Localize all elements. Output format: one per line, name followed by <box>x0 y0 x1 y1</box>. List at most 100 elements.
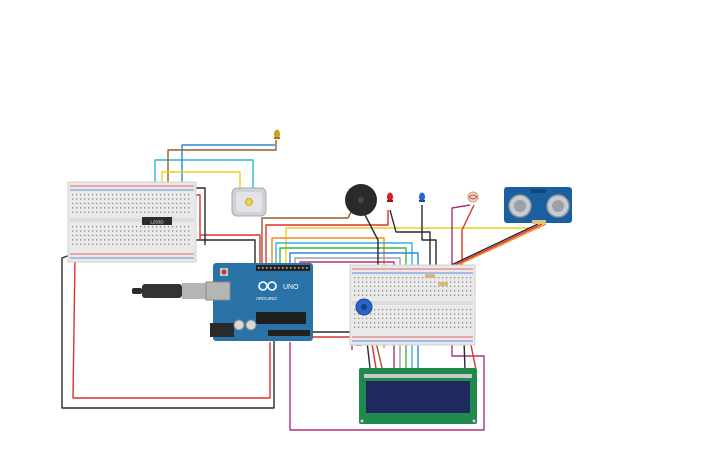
breadboard-hole <box>398 281 400 283</box>
header-pin[interactable] <box>282 267 284 269</box>
breadboard-hole <box>458 326 460 328</box>
breadboard-hole <box>136 207 138 209</box>
breadboard-hole <box>366 317 368 320</box>
header-pin[interactable] <box>274 267 276 269</box>
header-pin[interactable] <box>258 267 260 269</box>
wire-gnd-loop[interactable] <box>61 254 275 409</box>
breadboard-hole <box>370 313 372 315</box>
breadboard-left[interactable] <box>67 181 197 263</box>
header-pin[interactable] <box>298 267 300 269</box>
breadboard-hole <box>394 277 396 279</box>
breadboard-hole <box>382 317 384 320</box>
breadboard-hole <box>418 309 420 311</box>
breadboard-hole <box>80 230 82 232</box>
breadboard-hole <box>470 294 472 296</box>
breadboard-hole <box>406 326 408 328</box>
breadboard-hole <box>120 226 122 228</box>
breadboard-hole <box>140 194 142 196</box>
breadboard-hole <box>92 198 94 200</box>
header-pin[interactable] <box>306 267 308 269</box>
breadboard-hole <box>188 207 190 209</box>
header-pin[interactable] <box>294 267 296 269</box>
usb-cable[interactable] <box>132 283 206 299</box>
wire-buzzer-black[interactable] <box>364 214 379 268</box>
breadboard-hole <box>406 281 408 283</box>
breadboard-hole <box>378 281 380 283</box>
wire-ldr-red[interactable] <box>461 204 475 268</box>
breadboard-hole <box>116 243 118 245</box>
breadboard-hole <box>108 211 110 213</box>
breadboard-hole <box>414 317 416 320</box>
led-red[interactable] <box>387 192 393 203</box>
wire-arduino-to-driver-black[interactable] <box>195 239 256 265</box>
wire-us-echo[interactable] <box>439 223 543 273</box>
breadboard-hole <box>402 313 404 315</box>
breadboard-hole <box>120 211 122 213</box>
wire-d4-yellow[interactable] <box>285 227 540 265</box>
breadboard-hole <box>92 194 94 196</box>
breadboard-hole <box>132 239 134 241</box>
piezo-buzzer[interactable] <box>345 184 377 216</box>
breadboard-hole <box>450 313 452 315</box>
wire-vcc-loop[interactable] <box>72 257 271 399</box>
arduino-uno[interactable]: UNO ARDUINO <box>205 263 313 341</box>
breadboard-hole <box>92 230 94 232</box>
wire-us-trig[interactable] <box>444 223 539 269</box>
led-blue[interactable] <box>419 192 425 203</box>
breadboard-hole <box>140 211 142 213</box>
header-pin[interactable] <box>266 267 268 269</box>
breadboard-hole <box>76 207 78 209</box>
breadboard-hole <box>470 285 472 288</box>
breadboard-hole <box>354 285 356 288</box>
breadboard-hole <box>84 234 86 237</box>
resistor-2[interactable] <box>438 282 448 286</box>
breadboard-hole <box>188 243 190 245</box>
header-pin[interactable] <box>262 267 264 269</box>
breadboard-hole <box>382 326 384 328</box>
wire-d2-brown[interactable] <box>261 209 353 265</box>
header-pin[interactable] <box>286 267 288 269</box>
breadboard-hole <box>410 294 412 296</box>
breadboard-hole <box>454 281 456 283</box>
breadboard-hole <box>386 277 388 279</box>
breadboard-hole <box>112 194 114 196</box>
wire-arduino-to-driver-red[interactable] <box>200 234 261 265</box>
resistor-1[interactable] <box>425 274 435 278</box>
breadboard-hole <box>132 211 134 213</box>
wire-d3-red[interactable] <box>265 210 389 265</box>
breadboard-hole <box>84 239 86 241</box>
breadboard-hole <box>156 211 158 213</box>
lcd-16x2[interactable] <box>359 368 477 424</box>
breadboard-hole <box>394 317 396 320</box>
breadboard-hole <box>172 239 174 241</box>
breadboard-hole <box>370 281 372 283</box>
breadboard-hole <box>378 326 380 328</box>
breadboard-hole <box>96 239 98 241</box>
breadboard-hole <box>184 234 186 237</box>
ultrasonic-sensor[interactable] <box>504 187 572 224</box>
breadboard-hole <box>164 202 166 205</box>
breadboard-hole <box>382 322 384 324</box>
potentiometer[interactable] <box>355 298 373 316</box>
wire-led-red-black[interactable] <box>389 209 431 268</box>
header-pin[interactable] <box>270 267 272 269</box>
photoresistor[interactable] <box>467 191 479 203</box>
motor-driver-chip[interactable]: L293D <box>142 217 172 225</box>
breadboard-hole <box>386 285 388 288</box>
header-pin[interactable] <box>278 267 280 269</box>
led-yellow[interactable] <box>274 129 280 140</box>
breadboard-hole <box>164 226 166 228</box>
wire-led-blue-black[interactable] <box>421 205 437 268</box>
breadboard-hole <box>104 239 106 241</box>
breadboard-hole <box>430 285 432 288</box>
breadboard-hole <box>172 202 174 205</box>
dc-motor[interactable] <box>231 187 267 217</box>
breadboard-hole <box>168 194 170 196</box>
breadboard-hole <box>466 285 468 288</box>
header-pin[interactable] <box>302 267 304 269</box>
wire-ldr-magenta[interactable] <box>289 204 485 431</box>
breadboard-hole <box>390 277 392 279</box>
breadboard-hole <box>132 194 134 196</box>
breadboard-hole <box>458 277 460 279</box>
header-pin[interactable] <box>290 267 292 269</box>
